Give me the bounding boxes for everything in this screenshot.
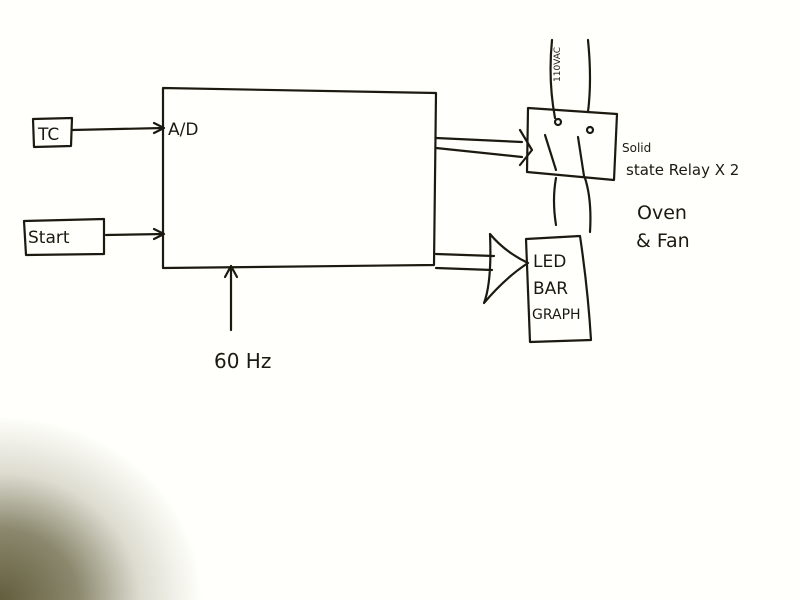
clock-label: 60 Hz (214, 349, 271, 373)
relay-block (525, 106, 619, 182)
start-block: Start (22, 217, 106, 257)
controller-block: A/D (161, 86, 438, 270)
relay-terminal-1 (553, 117, 563, 127)
relay-switch-icon (543, 133, 586, 178)
display-label-2: BAR (533, 279, 568, 299)
relay-terminal-2 (585, 125, 595, 135)
adc-label: A/D (168, 120, 198, 140)
start-label: Start (28, 228, 70, 248)
relay-wire-2 (583, 38, 592, 234)
load-label-2: & Fan (636, 230, 690, 252)
load-label-1: Oven (637, 202, 687, 224)
relay-label-1: Solid (622, 141, 651, 155)
start-arrow (104, 227, 166, 241)
display-label-3: GRAPH (532, 307, 581, 323)
relay-bus-arrow (434, 128, 534, 167)
relay-wire-1 (549, 38, 558, 227)
display-bus-arrow (434, 232, 530, 305)
tc-arrow (70, 121, 166, 135)
tc-label: TC (37, 125, 59, 145)
display-label-1: LED (533, 252, 566, 272)
tc-block: TC (31, 116, 74, 149)
clock-arrow (223, 264, 239, 332)
supply-label: 110VAC (553, 47, 563, 82)
relay-label-2: state Relay X 2 (626, 161, 739, 179)
shadow-corner (0, 400, 220, 600)
led-bar-graph-block: LED BAR GRAPH (524, 234, 593, 344)
